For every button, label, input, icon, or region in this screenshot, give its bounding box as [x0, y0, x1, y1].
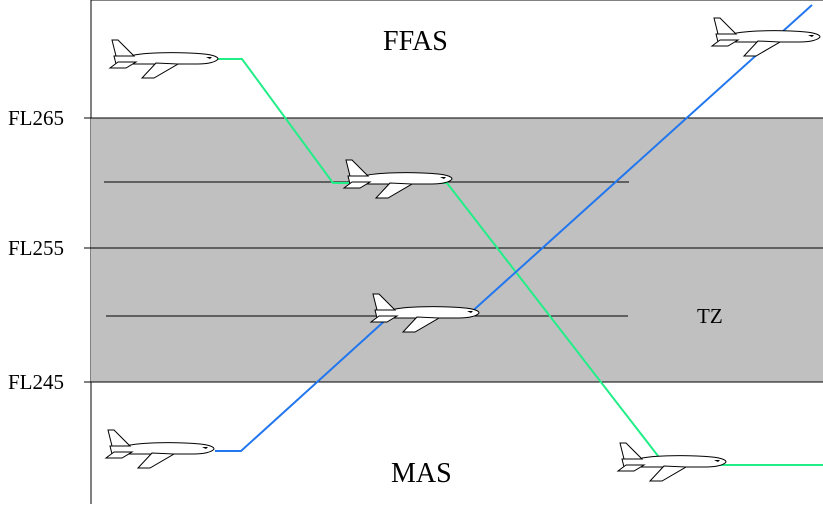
fl245-label: FL245 [8, 370, 65, 394]
ffas-zone-label: FFAS [383, 26, 448, 57]
transition-zone-band [91, 118, 823, 382]
fl255-label: FL255 [8, 236, 65, 260]
fl265-label: FL265 [8, 106, 65, 130]
transition-zone-label: TZ [697, 304, 723, 328]
mas-zone-label: MAS [391, 458, 452, 489]
